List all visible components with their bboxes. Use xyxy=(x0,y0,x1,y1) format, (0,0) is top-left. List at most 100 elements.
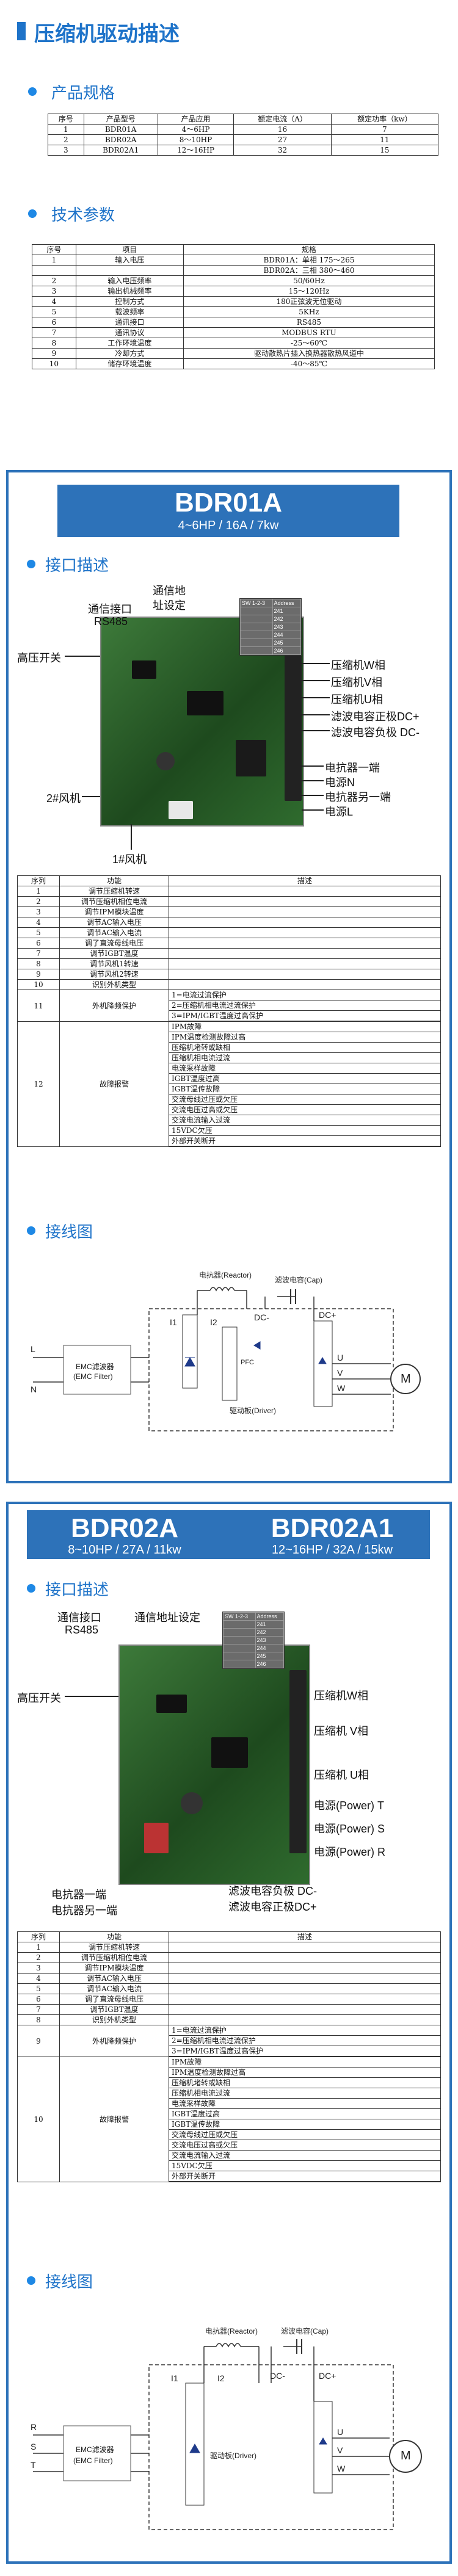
bdr02a-board-photo xyxy=(118,1644,310,1885)
label-reactor-1: 电抗器一端 xyxy=(325,762,380,774)
i2-block xyxy=(222,1326,238,1401)
fault-item: IPM温度检测故障过高 xyxy=(169,1032,440,1043)
bdr01a-model: BDR01A xyxy=(174,488,283,518)
label-rs485: RS485 xyxy=(65,1624,99,1636)
leader-line xyxy=(302,680,330,681)
label-power-l: 电源L xyxy=(325,806,354,818)
table-cell xyxy=(169,1994,441,2005)
table-cell: 4 xyxy=(17,1973,60,1984)
w1-dcn: DC- xyxy=(254,1312,269,1322)
w1-i2: I2 xyxy=(210,1317,217,1327)
protection-item: 3=IPM/IGBT温度过高保护 xyxy=(169,1011,440,1021)
bdr01a-iface-heading: 接口描述 xyxy=(9,552,436,576)
bdr02a1-subtitle: 12~16HP / 32A / 15kw xyxy=(271,1543,393,1557)
bdr02a-subtitle: 8~10HP / 27A / 11kw xyxy=(68,1543,181,1557)
table-row: BDR02A：三相 380～460 xyxy=(32,265,435,276)
board-relay xyxy=(144,1823,169,1853)
table-cell: 12 xyxy=(17,1021,60,1147)
table-cell: 8 xyxy=(32,338,76,349)
i1-block xyxy=(182,1314,198,1389)
table-header-row: 序列功能描述 xyxy=(17,875,441,886)
table-cell: 16 xyxy=(233,124,332,135)
table-cell: 7 xyxy=(17,2004,60,2015)
column-header: 描述 xyxy=(169,1931,441,1942)
table-cell xyxy=(169,1973,441,1984)
dip-cell xyxy=(240,615,273,623)
label-reactor-1: 电抗器一端 xyxy=(51,1889,106,1901)
dip-header: SW 1-2-3 xyxy=(240,599,273,607)
table-cell: MODBUS RTU xyxy=(183,327,435,338)
fault-item: 外部开关断开 xyxy=(169,2171,440,2182)
w1-driver: 驱动板(Driver) xyxy=(230,1406,276,1415)
table-cell: BDR01A xyxy=(83,124,158,135)
fault-item: 压缩机相电流过流 xyxy=(169,2088,440,2099)
column-header: 序列 xyxy=(17,875,60,886)
w1-cap: 滤波电容(Cap) xyxy=(275,1276,323,1284)
board-chip xyxy=(156,1695,187,1713)
label-u-w: 压缩机W相 xyxy=(314,1690,368,1702)
table-cell xyxy=(169,2014,441,2025)
label-addr-1: 通信地 xyxy=(153,585,186,597)
table-cell: 180正弦波无位驱动 xyxy=(183,296,435,307)
dip-row: 245 xyxy=(223,1652,285,1660)
fault-item: 交流电流输入过流 xyxy=(169,2151,440,2161)
table-cell: 4 xyxy=(17,917,60,928)
w1-emc-2: (EMC Filter) xyxy=(73,1372,113,1381)
header-bar: 压缩机驱动描述 xyxy=(0,0,458,59)
table-cell: 15～120Hz xyxy=(183,286,435,297)
dip-cell xyxy=(240,607,273,615)
bdr01a-wiring-heading: 接线图 xyxy=(9,1218,436,1243)
table-cell xyxy=(169,906,441,917)
fault-item: 交流电流输入过流 xyxy=(169,1115,440,1126)
table-cell: 调节压缩机转速 xyxy=(59,886,169,897)
dip-cell: 242 xyxy=(272,615,302,623)
w2-i2: I2 xyxy=(217,2373,225,2383)
capacitor-icon xyxy=(296,2339,302,2354)
w2-i1: I1 xyxy=(171,2373,178,2383)
dip-cell: 241 xyxy=(272,607,302,615)
bdr02a-panel: BDR02A 8~10HP / 27A / 11kw BDR02A1 12~16… xyxy=(6,1502,452,2564)
bdr02a-iface-heading: 接口描述 xyxy=(9,1576,436,1601)
label-power-s: 电源(Power) S xyxy=(314,1823,385,1835)
table-cell: 1 xyxy=(17,1942,60,1953)
table-cell: 8～10HP xyxy=(157,134,234,145)
table-header-row: 序列功能描述 xyxy=(17,1931,441,1942)
header-accent xyxy=(17,22,26,40)
table-cell: 2 xyxy=(17,1952,60,1963)
w2-u: U xyxy=(337,2427,344,2437)
table-cell: 2 xyxy=(48,134,84,145)
table-cell: 工作环境温度 xyxy=(75,338,184,349)
fault-item: 电流采样故障 xyxy=(169,2099,440,2109)
label-power-r: 电源(Power) R xyxy=(314,1846,386,1858)
table-cell: 输出机械频率 xyxy=(75,286,184,297)
table-cell: 1 xyxy=(17,886,60,897)
reactor-coil-icon xyxy=(209,1287,235,1292)
column-header: 功能 xyxy=(59,1931,169,1942)
table-cell: 储存环境温度 xyxy=(75,358,184,369)
table-cell: 6 xyxy=(17,1994,60,2005)
w1-reactor: 电抗器(Reactor) xyxy=(199,1271,252,1279)
table-cell: BDR02A1 xyxy=(83,145,158,156)
diode-icon xyxy=(189,2443,200,2453)
label-comm: 通信接口 xyxy=(88,603,132,615)
table-cell xyxy=(169,1942,441,1953)
table-header-row: 序号项目规格 xyxy=(32,244,435,255)
w1-i1: I1 xyxy=(170,1317,177,1327)
table-cell: 调节风机1转速 xyxy=(59,958,169,969)
table-cell xyxy=(32,265,76,276)
table-cell: 载波频率 xyxy=(75,306,184,317)
